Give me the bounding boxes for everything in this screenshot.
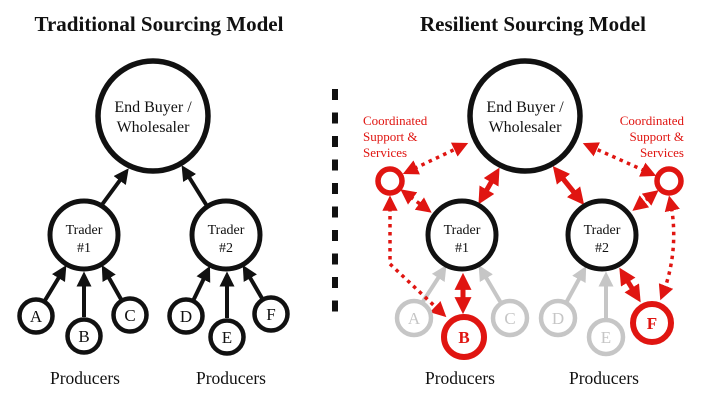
traditional-trader2-node: Trader #2 [189,198,263,272]
traditional-model: Traditional Sourcing Model End Buyer / W… [17,12,290,388]
traditional-producer-d: D [167,297,205,335]
support-hub-right-circle [654,166,684,196]
arrow-producer-c-to-trader1-inactive [478,265,503,305]
resilient-endbuyer-node: End Buyer / Wholesaler [467,58,583,174]
trader1-circle [47,198,121,272]
resilient-producer-e-inactive: E [586,317,626,357]
producer-e-letter: E [222,328,232,347]
producer-d-letter: D [552,309,564,328]
endbuyer-circle [467,58,583,174]
arrow-producer-d-to-trader2 [191,265,211,302]
producer-d-circle [538,298,578,338]
trader2-label-line2: #2 [595,241,609,256]
resilient-producers-label-left: Producers [425,368,495,388]
arrow-trader2-to-endbuyer [181,165,209,208]
endbuyer-label-line1: End Buyer / [114,99,192,116]
producer-b-letter: B [458,328,469,347]
support-services-left: Coordinated Support & Services [363,113,428,196]
support-left-line2: Support & [363,129,418,144]
dotted-arrow-hubleft-producer-b [382,195,447,318]
trader1-label-line1: Trader [444,223,481,238]
arrow-producer-c-to-trader1 [101,265,124,302]
dotted-arrow-hubleft-trader1 [400,189,432,213]
resilient-producers-label-right: Producers [569,368,639,388]
producer-d-letter: D [180,307,192,326]
support-left-line1: Coordinated [363,113,428,128]
arrow-producer-a-to-trader1 [42,265,67,304]
producer-e-circle [586,317,626,357]
producer-b-circle [65,317,103,355]
endbuyer-label-line2: Wholesaler [117,119,191,136]
endbuyer-circle [95,58,211,174]
producer-b-circle [441,314,487,360]
resilient-producer-b-active: B [441,314,487,360]
resilient-producer-d-inactive: D [538,298,578,338]
traditional-producer-e: E [208,318,246,356]
resilient-trader2-node: Trader #2 [565,198,639,272]
trader2-circle [189,198,263,272]
support-right-line1: Coordinated [620,113,685,128]
producer-c-letter: C [124,306,135,325]
support-right-line3: Services [640,145,684,160]
trader1-label-line1: Trader [66,223,103,238]
support-hub-left-circle [375,166,405,196]
resilient-producer-f-active: F [630,301,674,345]
endbuyer-label-line2: Wholesaler [489,119,563,136]
trader2-label-line1: Trader [208,223,245,238]
traditional-producer-b: B [65,317,103,355]
trader1-circle [425,198,499,272]
support-services-right: Coordinated Support & Services [620,113,685,196]
producer-c-letter: C [504,309,515,328]
red-arrow-trader2-producer-f [619,267,641,303]
resilient-title: Resilient Sourcing Model [420,12,646,36]
support-right-line2: Support & [629,129,684,144]
trader2-label-line2: #2 [219,241,233,256]
producer-d-circle [167,297,205,335]
dotted-arrow-hubright-producer-f [658,195,680,301]
traditional-producer-c: C [111,296,149,334]
resilient-producer-a-inactive: A [394,298,434,338]
dotted-arrow-hubleft-endbuyer [402,142,469,175]
dotted-arrow-hubright-trader2 [632,190,659,211]
red-arrow-endbuyer-trader2 [552,166,585,205]
traditional-endbuyer-node: End Buyer / Wholesaler [95,58,211,174]
trader2-label-line1: Trader [584,223,621,238]
producer-f-letter: F [647,314,657,333]
producer-e-letter: E [601,328,611,347]
producer-a-circle [17,297,55,335]
dotted-arrow-hubright-endbuyer [582,142,657,177]
traditional-trader1-node: Trader #1 [47,198,121,272]
traditional-title: Traditional Sourcing Model [35,12,284,36]
producer-f-letter: F [266,305,275,324]
arrow-producer-d-to-trader2-inactive [564,265,587,304]
producer-e-circle [208,318,246,356]
traditional-producers-label-right: Producers [196,368,266,388]
trader1-label-line2: #1 [455,241,469,256]
traditional-producer-a: A [17,297,55,335]
producer-f-circle [252,295,290,333]
trader1-label-line2: #1 [77,241,91,256]
traditional-producers-label-left: Producers [50,368,120,388]
producer-a-letter: A [30,307,43,326]
producer-b-letter: B [78,327,89,346]
traditional-producer-f: F [252,295,290,333]
endbuyer-label-line1: End Buyer / [486,99,564,116]
producer-a-letter: A [408,309,421,328]
arrow-producer-f-to-trader2 [242,265,265,302]
resilient-trader1-node: Trader #1 [425,198,499,272]
resilient-producer-c-inactive: C [490,298,530,338]
producer-c-circle [111,296,149,334]
producer-a-circle [394,298,434,338]
resilient-model: Resilient Sourcing Model End Buyer / Who… [363,12,684,388]
producer-f-circle [630,301,674,345]
support-left-line3: Services [363,145,407,160]
trader2-circle [565,198,639,272]
producer-c-circle [490,298,530,338]
red-arrow-endbuyer-trader1 [478,167,500,205]
arrow-trader1-to-endbuyer [99,168,129,208]
